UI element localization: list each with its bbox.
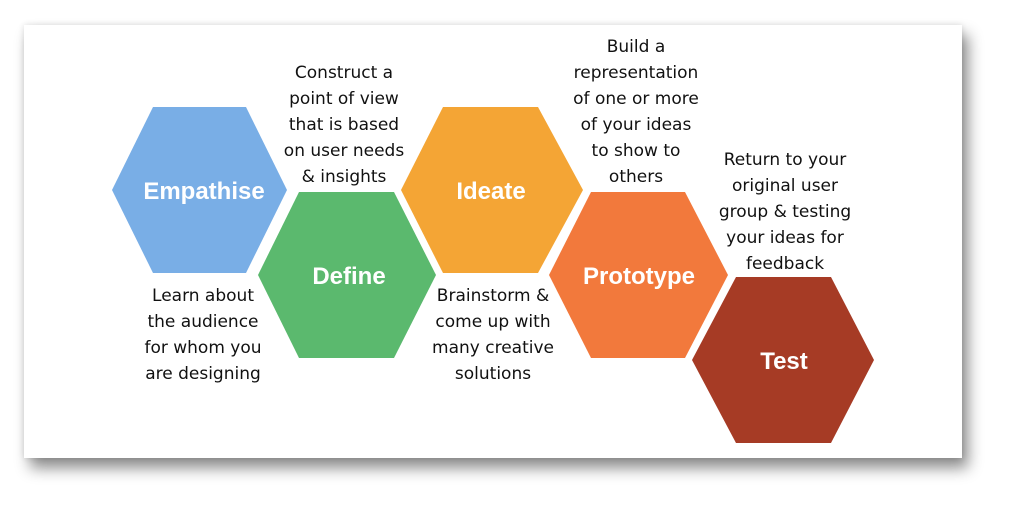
hexagon-test: Test xyxy=(692,277,874,443)
description-line: to show to xyxy=(591,141,681,161)
hexagon-define: Define xyxy=(258,192,436,358)
description-line: of your ideas xyxy=(580,115,692,135)
description-empathise: Learn about the audience for whom you ar… xyxy=(128,283,278,387)
description-line: for whom you xyxy=(144,338,262,358)
hexagon-test-shape xyxy=(692,277,874,443)
description-line: the audience xyxy=(147,312,259,332)
description-line: Return to your xyxy=(723,150,847,170)
hexagon-empathise-label: Empathise xyxy=(143,178,264,205)
description-line: Build a xyxy=(606,37,666,57)
description-prototype: Build a representation of one or more of… xyxy=(556,34,716,190)
hexagon-empathise: Empathise xyxy=(112,107,287,273)
description-line: representation xyxy=(573,63,699,83)
description-line: feedback xyxy=(745,254,825,274)
hexagon-define-shape xyxy=(258,192,436,358)
hexagon-prototype-label: Prototype xyxy=(583,263,695,290)
description-line: your ideas for xyxy=(726,228,844,248)
hexagon-prototype-shape xyxy=(549,192,728,358)
hexagon-empathise-shape xyxy=(112,107,287,273)
description-line: on user needs xyxy=(283,141,405,161)
hexagon-ideate-label: Ideate xyxy=(456,178,525,205)
description-line: point of view xyxy=(289,89,399,109)
hexagon-test-label: Test xyxy=(760,348,808,375)
description-line: that is based xyxy=(288,115,400,135)
description-line: are designing xyxy=(145,364,261,384)
description-line: many creative xyxy=(432,338,554,358)
description-line: come up with xyxy=(435,312,551,332)
description-line: group & testing xyxy=(718,202,852,222)
hexagon-ideate-shape xyxy=(401,107,583,273)
description-test: Return to your original user group & tes… xyxy=(705,147,865,277)
description-line: original user xyxy=(731,176,839,196)
description-line: Learn about xyxy=(152,286,254,306)
hexagon-define-label: Define xyxy=(312,263,385,290)
description-line: of one or more xyxy=(573,89,699,109)
description-ideate: Brainstorm & come up with many creative … xyxy=(418,283,568,387)
description-define: Construct a point of view that is based … xyxy=(269,60,419,190)
hexagon-prototype: Prototype xyxy=(549,192,728,358)
description-line: & insights xyxy=(301,167,387,187)
description-line: Construct a xyxy=(294,63,394,83)
description-line: others xyxy=(608,167,664,187)
description-line: Brainstorm & xyxy=(436,286,550,306)
description-line: solutions xyxy=(454,364,532,384)
hexagon-ideate: Ideate xyxy=(401,107,583,273)
